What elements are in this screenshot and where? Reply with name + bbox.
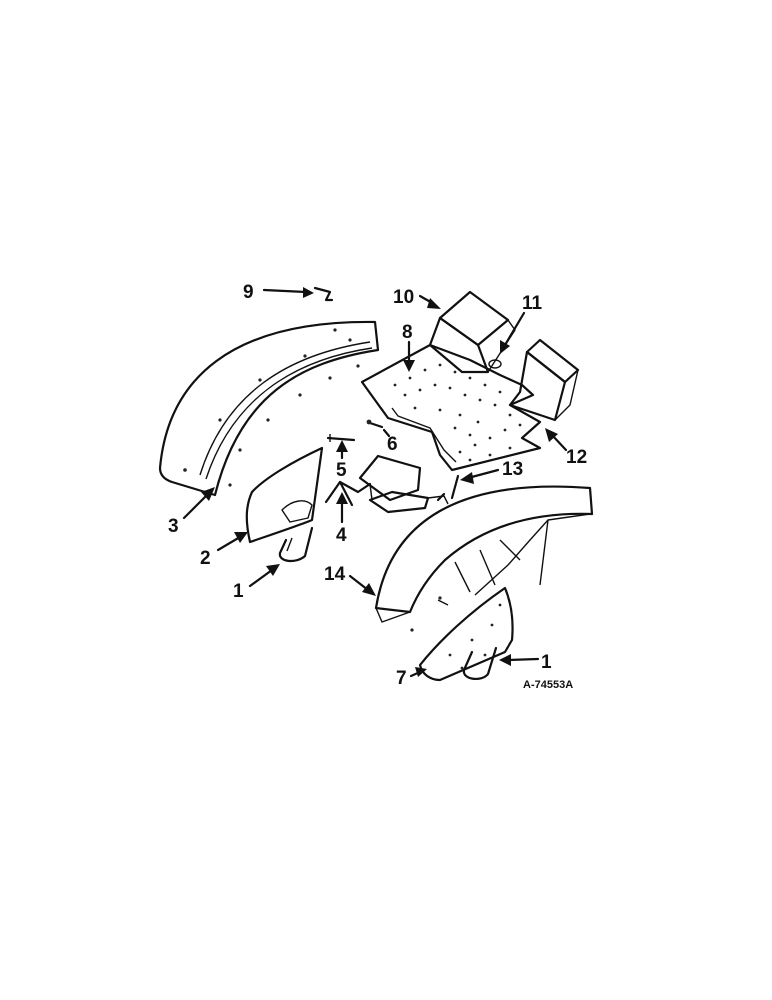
pin-part (326, 434, 356, 442)
callout-1a: 1 (233, 581, 244, 602)
callout-12: 12 (566, 447, 587, 468)
right-inner-shield (418, 586, 514, 682)
left-inner-shield (245, 446, 324, 544)
callout-labels: 9 10 11 8 6 5 4 12 13 3 2 1 14 7 1 A-745… (168, 282, 587, 691)
callout-11: 11 (522, 293, 543, 314)
leader-lines (182, 287, 568, 678)
drawing-code: A-74553A (523, 679, 573, 691)
callout-13: 13 (502, 459, 523, 480)
callout-2: 2 (200, 548, 211, 569)
callout-5: 5 (336, 460, 347, 481)
callout-14: 14 (324, 564, 346, 585)
callout-1b: 1 (541, 652, 552, 673)
left-u-clamp (278, 526, 314, 563)
callout-8: 8 (402, 322, 413, 343)
callout-10: 10 (393, 287, 414, 308)
right-fender (374, 485, 594, 632)
callout-4: 4 (336, 525, 347, 546)
seat-bracket-right (508, 338, 580, 422)
callout-3: 3 (168, 516, 179, 537)
seat-bracket-left (428, 290, 516, 374)
callout-6: 6 (387, 434, 398, 455)
platform-plate (360, 343, 542, 472)
bolt-part (366, 419, 384, 429)
stud-part (436, 474, 460, 502)
washer-part (488, 359, 502, 369)
left-fender (158, 320, 380, 497)
right-u-clamp (462, 646, 498, 680)
step-assembly (324, 454, 449, 514)
clip-part (313, 286, 334, 302)
callout-9: 9 (243, 282, 254, 303)
callout-7: 7 (396, 668, 407, 689)
